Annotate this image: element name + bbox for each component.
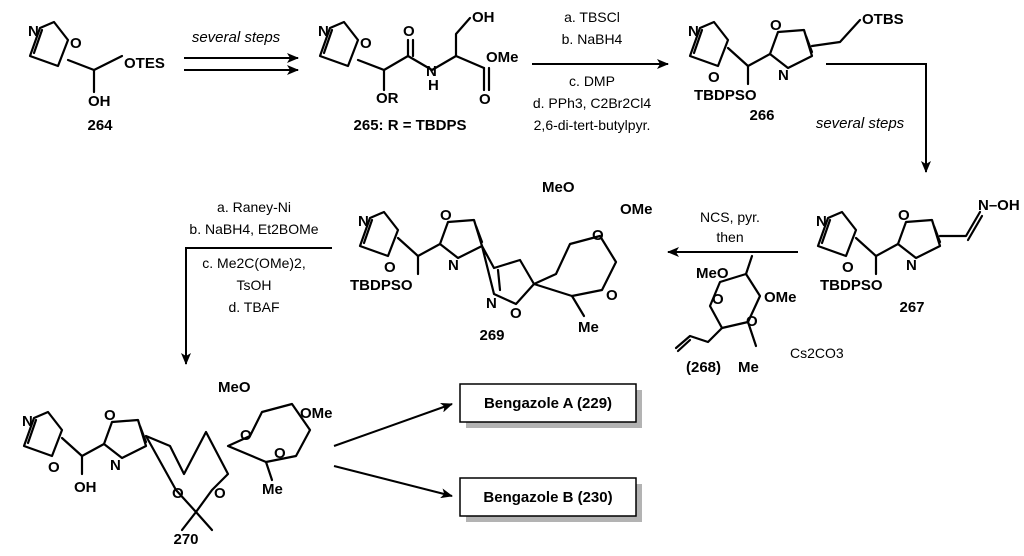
atom-o: O (842, 259, 854, 276)
atom-h: H (428, 77, 439, 94)
atom-o: O (70, 35, 82, 52)
arrow-step-1: several steps (184, 29, 299, 75)
atom-n: N (688, 23, 699, 40)
compound-266: N O TBDPSO O N OTBS 266 (688, 11, 904, 124)
atom-o-acetonide1: O (172, 485, 184, 502)
atom-o-diox2: O (606, 287, 618, 304)
atom-otbs: OTBS (862, 11, 904, 28)
step2-line-a: a. TBSCl (564, 9, 620, 25)
atom-meo: MeO (218, 379, 251, 396)
atom-oh: OH (74, 479, 97, 496)
compound-267: N O TBDPSO O N N–OH 267 (816, 197, 1020, 316)
atom-oxime: N–OH (978, 197, 1020, 214)
step5-line-a: a. Raney-Ni (217, 199, 291, 215)
atom-o-ester: O (479, 91, 491, 108)
step5-line-c: c. Me2C(OMe)2, (202, 255, 305, 271)
label-270: 270 (173, 531, 198, 548)
atom-meo: MeO (696, 265, 729, 282)
atom-n: N (318, 23, 329, 40)
compound-265: N O OR O N H OH O OMe 265: R = TBDPS (318, 9, 519, 134)
atom-o-ring: O (770, 17, 782, 34)
atom-o-isox: O (510, 305, 522, 322)
label-265: 265: R = TBDPS (354, 117, 467, 134)
compound-270: N O OH O N O O MeO OMe O O Me 270 (22, 379, 333, 548)
atom-or: OR (376, 90, 399, 107)
arrow-step-3: several steps (816, 63, 931, 173)
atom-oh: OH (472, 9, 495, 26)
atom-ome: OMe (764, 289, 797, 306)
arrow-to-bengazole-b (333, 465, 453, 499)
atom-o-ring: O (104, 407, 116, 424)
step3-label: several steps (816, 115, 905, 132)
atom-o-ring: O (440, 207, 452, 224)
atom-o: O (48, 459, 60, 476)
atom-n-ring: N (448, 257, 459, 274)
step4-line-b: then (716, 229, 743, 245)
product-box-a: Bengazole A (229) (459, 383, 642, 428)
atom-n: N (28, 23, 39, 40)
step4-base: Cs2CO3 (790, 345, 844, 361)
arrow-step-4: NCS, pyr. then (667, 209, 798, 257)
atom-ome: OMe (620, 201, 653, 218)
atom-n-ring: N (906, 257, 917, 274)
atom-o: O (360, 35, 372, 52)
arrow-step-2: a. TBSCl b. NaBH4 c. DMP d. PPh3, C2Br2C… (532, 9, 669, 133)
compound-269: N O TBDPSO O N N O MeO OMe O O Me 269 (350, 179, 653, 344)
step2-line-d: d. PPh3, C2Br2Cl4 (533, 95, 651, 111)
atom-n-isox: N (486, 295, 497, 312)
label-266: 266 (749, 107, 774, 124)
step2-line-e: 2,6-di-tert-butylpyr. (534, 117, 651, 133)
arrow-to-bengazole-a (333, 402, 453, 447)
atom-o: O (384, 259, 396, 276)
atom-me: Me (738, 359, 759, 376)
atom-o-ring: O (898, 207, 910, 224)
atom-oh: OH (88, 93, 111, 110)
atom-nh: N (426, 63, 437, 80)
atom-n: N (816, 213, 827, 230)
atom-o-diox2: O (274, 445, 286, 462)
atom-n: N (22, 413, 33, 430)
step5-line-b: b. NaBH4, Et2BOMe (189, 221, 318, 237)
step2-line-b: b. NaBH4 (562, 31, 623, 47)
atom-o-amide: O (403, 23, 415, 40)
atom-n-ring: N (778, 67, 789, 84)
atom-tbdpso: TBDPSO (820, 277, 883, 294)
atom-o-acetonide2: O (214, 485, 226, 502)
atom-n: N (358, 213, 369, 230)
atom-o: O (708, 69, 720, 86)
step5-line-e: d. TBAF (228, 299, 279, 315)
label-269: 269 (479, 327, 504, 344)
step4-line-a: NCS, pyr. (700, 209, 760, 225)
atom-me: Me (578, 319, 599, 336)
product-box-b: Bengazole B (230) (459, 477, 642, 522)
product-b-label: Bengazole B (230) (483, 489, 612, 506)
atom-o-diox1: O (592, 227, 604, 244)
product-a-label: Bengazole A (229) (484, 395, 612, 412)
compound-268: MeO OMe O O Me (268) Cs2CO3 (674, 254, 844, 376)
atom-ome: OMe (486, 49, 519, 66)
step2-line-c: c. DMP (569, 73, 615, 89)
atom-otes: OTES (124, 55, 165, 72)
arrow-step-5: a. Raney-Ni b. NaBH4, Et2BOMe c. Me2C(OM… (181, 199, 332, 365)
atom-ome: OMe (300, 405, 333, 422)
label-268: (268) (686, 359, 721, 376)
compound-264: N O OH OTES 264 (28, 20, 165, 134)
label-267: 267 (899, 299, 924, 316)
step1-label: several steps (192, 29, 281, 46)
atom-meo: MeO (542, 179, 575, 196)
atom-n-ring: N (110, 457, 121, 474)
step5-line-d: TsOH (237, 277, 272, 293)
label-264: 264 (87, 117, 113, 134)
atom-tbdpso: TBDPSO (694, 87, 757, 104)
atom-o-ring1: O (712, 291, 724, 308)
atom-o-diox1: O (240, 427, 252, 444)
atom-tbdpso: TBDPSO (350, 277, 413, 294)
atom-me: Me (262, 481, 283, 498)
